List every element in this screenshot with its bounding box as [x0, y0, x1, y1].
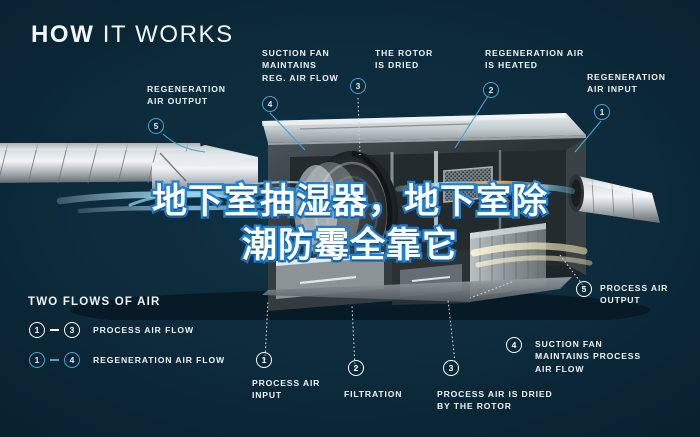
callout-label-process-air-input: PROCESS AIR INPUT: [252, 377, 320, 402]
callout-marker-2-bottom[interactable]: 2: [348, 360, 364, 376]
label-line: BY THE ROTOR: [437, 401, 512, 412]
legend-label-process: PROCESS AIR FLOW: [93, 325, 194, 335]
label-line: FILTRATION: [344, 389, 403, 399]
label-line: OUTPUT: [600, 295, 641, 306]
machine-svg: [0, 113, 660, 330]
callout-label-regeneration-air-output: REGENERATION AIR OUTPUT: [147, 83, 226, 108]
marker-number: 5: [581, 283, 587, 294]
label-line: AIR OUTPUT: [147, 96, 209, 107]
marker-number: 2: [353, 362, 359, 373]
label-line: REGENERATION AIR: [485, 48, 585, 58]
callout-marker-3-bottom[interactable]: 3: [443, 360, 459, 376]
title-bold: HOW: [31, 21, 95, 48]
callout-label-suction-fan-process: SUCTION FAN MAINTAINS PROCESS AIR FLOW: [535, 338, 641, 375]
legend-marker-from-regeneration[interactable]: 1: [29, 352, 45, 368]
rotor-wheel: [294, 150, 398, 278]
page-title: HOW IT WORKS: [31, 23, 234, 47]
left-duct: [0, 142, 258, 197]
callout-label-process-air-output: PROCESS AIR OUTPUT: [600, 282, 668, 307]
label-line: SUCTION FAN: [535, 339, 603, 349]
callout-label-filtration: FILTRATION: [344, 388, 402, 400]
label-line: PROCESS AIR IS DRIED: [437, 389, 553, 399]
legend-dash: [50, 329, 59, 331]
label-line: AIR FLOW: [535, 363, 585, 374]
marker-number: 1: [599, 106, 605, 117]
label-line: REGENERATION: [147, 84, 226, 94]
legend-marker-to-regeneration[interactable]: 4: [64, 352, 80, 368]
overlay-headline-line1: 地下室抽湿器，地下室除: [150, 180, 550, 224]
airflow-ribbons: [56, 180, 593, 268]
label-line: MAINTAINS PROCESS: [535, 351, 641, 362]
callout-marker-4-top[interactable]: 4: [262, 96, 278, 112]
label-line: IS DRIED: [375, 60, 420, 71]
marker-number: 4: [69, 354, 75, 365]
label-line: REG. AIR FLOW: [262, 72, 339, 83]
marker-number: 2: [488, 84, 494, 95]
label-line: PROCESS AIR: [600, 283, 669, 293]
legend-marker-to-process[interactable]: 3: [64, 322, 80, 338]
callout-marker-5-top[interactable]: 5: [148, 118, 164, 134]
label-line: MAINTAINS: [262, 60, 317, 71]
marker-number: 3: [448, 362, 454, 373]
callout-label-suction-fan-reg: SUCTION FAN MAINTAINS REG. AIR FLOW: [262, 47, 339, 84]
label-line: INPUT: [252, 390, 283, 401]
label-line: AIR INPUT: [587, 84, 638, 95]
label-line: SUCTION FAN: [262, 48, 330, 58]
marker-number: 3: [355, 80, 361, 91]
legend-row-process: 1 3 PROCESS AIR FLOW: [29, 322, 194, 338]
callout-label-regeneration-air-heated: REGENERATION AIR IS HEATED: [485, 47, 584, 72]
label-line: REGENERATION: [587, 72, 666, 82]
dehumidifier-illustration: [0, 105, 700, 330]
marker-number: 1: [261, 354, 267, 365]
right-duct: [568, 174, 660, 223]
label-line: IS HEATED: [485, 60, 538, 71]
legend-label-regeneration: REGENERATION AIR FLOW: [93, 355, 226, 365]
marker-number: 4: [267, 98, 273, 109]
legend-title: TWO FLOWS OF AIR: [28, 296, 161, 308]
legend-dash: [50, 359, 59, 361]
callout-marker-4-bottom[interactable]: 4: [506, 337, 522, 353]
callout-marker-3-top[interactable]: 3: [350, 78, 366, 94]
callout-marker-1-top[interactable]: 1: [594, 104, 610, 120]
label-line: THE ROTOR: [375, 48, 434, 58]
callout-marker-5-bottom[interactable]: 5: [576, 281, 592, 297]
marker-number: 1: [34, 324, 40, 335]
label-line: PROCESS AIR: [252, 378, 321, 388]
callout-label-rotor-dried: THE ROTOR IS DRIED: [375, 47, 433, 72]
title-light: IT WORKS: [102, 21, 234, 48]
marker-number: 3: [69, 324, 75, 335]
marker-number: 5: [153, 120, 159, 131]
legend-marker-from-process[interactable]: 1: [29, 322, 45, 338]
marker-number: 4: [511, 339, 517, 350]
legend-row-regeneration: 1 4 REGENERATION AIR FLOW: [29, 352, 225, 368]
callout-marker-1-bottom[interactable]: 1: [256, 352, 272, 368]
callout-label-process-air-dried: PROCESS AIR IS DRIED BY THE ROTOR: [437, 388, 553, 413]
overlay-headline-line2: 潮防霉全靠它: [240, 224, 460, 268]
callout-marker-2-top[interactable]: 2: [483, 82, 499, 98]
callout-label-regeneration-air-input: REGENERATION AIR INPUT: [587, 71, 666, 96]
marker-number: 1: [34, 354, 40, 365]
